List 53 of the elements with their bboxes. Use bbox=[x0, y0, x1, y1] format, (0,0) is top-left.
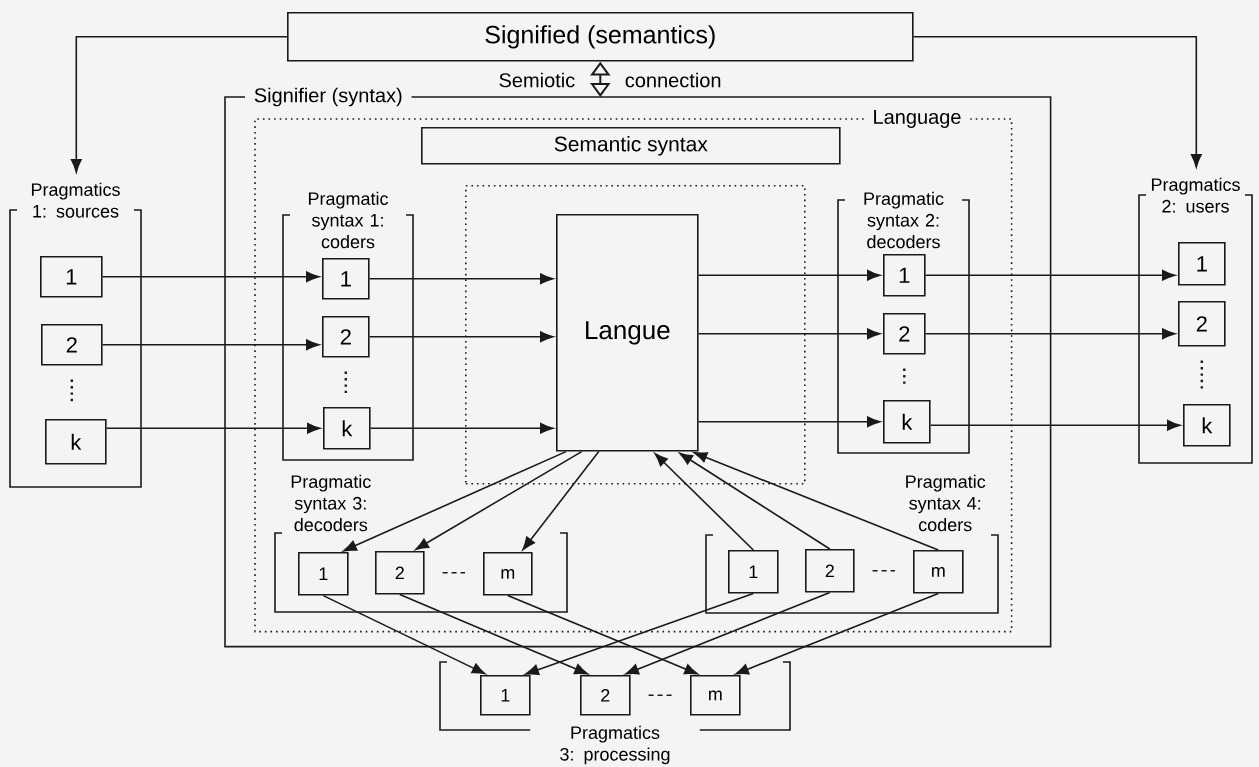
label-box: Semantic syntax bbox=[421, 127, 841, 165]
arrow bbox=[322, 594, 486, 675]
arrow bbox=[697, 416, 881, 428]
numbered-box: 1 bbox=[40, 256, 103, 298]
arrow bbox=[369, 422, 554, 434]
annotation-text: connection bbox=[625, 72, 721, 88]
numbered-box: 2 bbox=[805, 549, 855, 593]
numbered-box: 1 bbox=[728, 550, 779, 594]
numbered-box: 1 bbox=[883, 254, 926, 297]
numbered-box: 2 bbox=[322, 316, 370, 358]
numbered-box: 2 bbox=[883, 313, 926, 355]
central-box: Langue bbox=[556, 214, 699, 452]
arrow bbox=[693, 452, 940, 551]
numbered-box: m bbox=[690, 675, 741, 716]
arrow bbox=[368, 331, 554, 343]
numbered-box: k bbox=[1183, 404, 1231, 447]
numbered-box: k bbox=[883, 400, 931, 444]
arrow bbox=[101, 271, 320, 283]
arrow bbox=[507, 594, 698, 675]
numbered-box: k bbox=[45, 419, 107, 465]
dotted-frame bbox=[465, 185, 806, 485]
numbered-box: k bbox=[323, 407, 371, 450]
arrow bbox=[912, 36, 1202, 168]
arrow bbox=[697, 269, 881, 281]
arrow bbox=[697, 328, 881, 340]
title-box: Signified (semantics) bbox=[287, 12, 914, 62]
numbered-box: 1 bbox=[322, 258, 370, 300]
arrow bbox=[105, 422, 321, 434]
arrow bbox=[368, 273, 554, 285]
numbered-box: m bbox=[483, 552, 533, 596]
arrow bbox=[679, 452, 831, 550]
annotation-text: Semiotic bbox=[499, 72, 575, 88]
numbered-box: m bbox=[913, 550, 964, 594]
arrow bbox=[343, 450, 567, 552]
numbered-box: 1 bbox=[298, 552, 349, 596]
numbered-box: 1 bbox=[480, 675, 531, 716]
arrow bbox=[522, 450, 600, 551]
arrow bbox=[924, 328, 1176, 340]
arrow bbox=[924, 269, 1176, 281]
arrow bbox=[654, 453, 755, 551]
numbered-box: 2 bbox=[580, 675, 631, 716]
arrow bbox=[399, 593, 588, 675]
arrow bbox=[525, 592, 755, 676]
numbered-box: 1 bbox=[1178, 242, 1226, 286]
arrow bbox=[929, 419, 1181, 431]
arrow bbox=[415, 450, 583, 551]
arrow bbox=[735, 592, 940, 675]
arrow bbox=[625, 591, 831, 675]
arrow bbox=[101, 339, 320, 351]
numbered-box: 2 bbox=[375, 551, 425, 595]
arrow bbox=[70, 36, 288, 173]
numbered-box: 2 bbox=[1178, 301, 1226, 347]
numbered-box: 2 bbox=[41, 324, 103, 366]
